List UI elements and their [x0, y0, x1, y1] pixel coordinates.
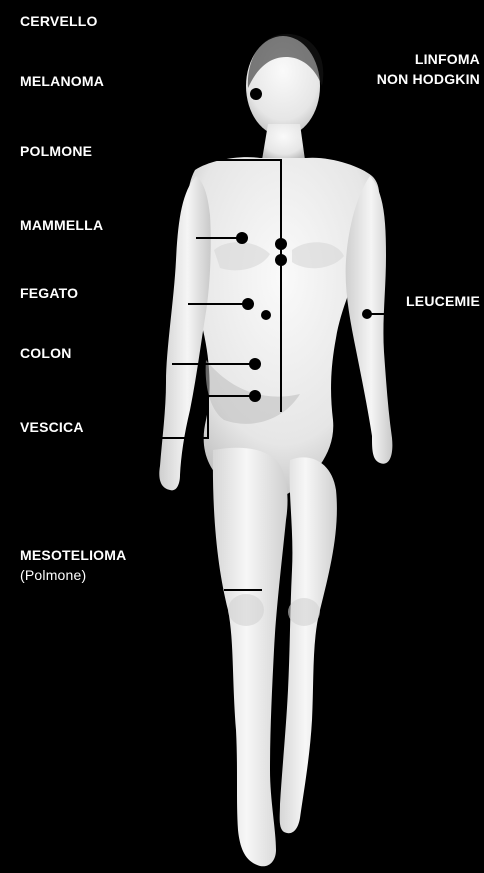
dot-linfoma	[323, 147, 335, 159]
dot-vescica	[249, 390, 261, 402]
label-melanoma: MELANOMA	[20, 72, 104, 90]
torso-shape	[186, 157, 379, 499]
left-knee-shading	[228, 594, 264, 626]
label-vescica: VESCICA	[20, 418, 84, 436]
dot-colon-upper	[261, 310, 271, 320]
label-polmone: POLMONE	[20, 142, 92, 160]
label-mammella: MAMMELLA	[20, 216, 103, 234]
label-mesotelioma: MESOTELIOMA	[20, 546, 126, 564]
dot-colon	[249, 358, 261, 370]
label-fegato: FEGATO	[20, 284, 78, 302]
right-arm-shape	[346, 176, 393, 464]
left-leg-shape	[213, 448, 288, 867]
dot-mammella	[236, 232, 248, 244]
label-linfoma-1: LINFOMA	[415, 50, 480, 68]
label-colon: COLON	[20, 344, 72, 362]
dot-melanoma	[250, 88, 262, 100]
left-arm-shape	[159, 176, 210, 490]
label-mesotelioma-sub: (Polmone)	[20, 566, 86, 584]
neck-shape	[262, 124, 305, 160]
dot-polmone-upper	[275, 238, 287, 250]
label-leucemie: LEUCEMIE	[406, 292, 480, 310]
right-leg-shape	[280, 457, 337, 833]
label-cervello: CERVELLO	[20, 12, 98, 30]
dot-polmone-lower	[275, 254, 287, 266]
label-linfoma-2: NON HODGKIN	[377, 70, 480, 88]
dot-leucemie	[362, 309, 372, 319]
dot-fegato	[242, 298, 254, 310]
right-knee-shading	[288, 598, 320, 626]
